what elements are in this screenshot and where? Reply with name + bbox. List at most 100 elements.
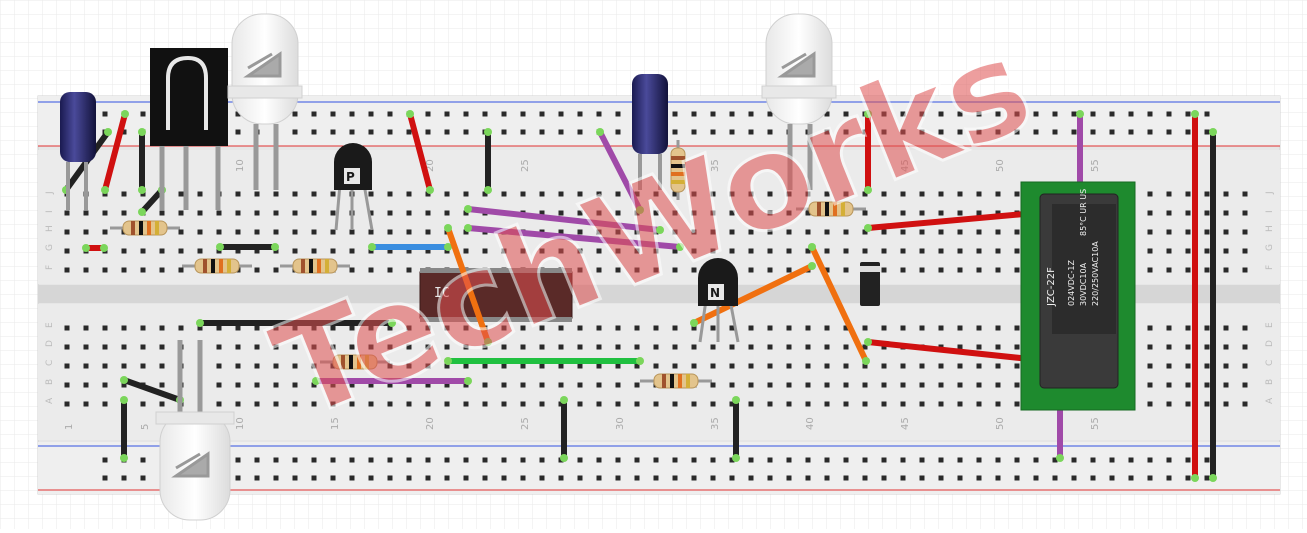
rail-hole	[729, 475, 735, 481]
breadboard-hole	[330, 248, 336, 254]
breadboard-hole	[1242, 267, 1248, 273]
breadboard-hole	[539, 248, 545, 254]
rail-hole	[596, 457, 602, 463]
resistor-band	[686, 374, 690, 388]
breadboard-hole	[862, 210, 868, 216]
rail-hole	[406, 457, 412, 463]
breadboard-hole	[387, 191, 393, 197]
breadboard-hole	[995, 363, 1001, 369]
breadboard-hole	[254, 191, 260, 197]
rail-hole	[710, 129, 716, 135]
rail-hole	[919, 129, 925, 135]
col-num-bottom: 10	[235, 417, 246, 430]
rail-hole	[1147, 129, 1153, 135]
breadboard-hole	[235, 363, 241, 369]
breadboard-hole	[900, 267, 906, 273]
breadboard-hole	[406, 382, 412, 388]
capacitor-2	[632, 74, 668, 190]
breadboard-hole	[900, 363, 906, 369]
rail-hole	[729, 129, 735, 135]
transistor-p: P	[334, 143, 374, 231]
breadboard-hole	[140, 191, 146, 197]
wire-end	[656, 226, 664, 234]
rail-hole	[235, 457, 241, 463]
breadboard-hole	[1204, 344, 1210, 350]
breadboard-hole	[634, 344, 640, 350]
rail-hole	[710, 457, 716, 463]
breadboard-hole	[653, 210, 659, 216]
breadboard-hole	[957, 325, 963, 331]
breadboard-hole	[368, 191, 374, 197]
breadboard-hole	[330, 229, 336, 235]
wire-end	[1209, 128, 1217, 136]
breadboard-hole	[254, 210, 260, 216]
breadboard-hole	[501, 325, 507, 331]
breadboard-hole	[254, 325, 260, 331]
rail-hole	[1185, 129, 1191, 135]
breadboard-hole	[273, 382, 279, 388]
breadboard-hole	[634, 382, 640, 388]
breadboard-hole	[615, 344, 621, 350]
breadboard-hole	[881, 229, 887, 235]
breadboard-hole	[862, 325, 868, 331]
rail-hole	[1071, 129, 1077, 135]
wire-end	[1076, 110, 1084, 118]
breadboard-hole	[311, 191, 317, 197]
breadboard-hole	[463, 248, 469, 254]
wire-end	[426, 186, 434, 194]
rail-hole	[577, 111, 583, 117]
breadboard-hole	[558, 248, 564, 254]
rail-hole	[349, 129, 355, 135]
row-letter: H	[45, 225, 55, 232]
breadboard-hole	[83, 363, 89, 369]
breadboard-hole	[824, 401, 830, 407]
rail-hole	[634, 475, 640, 481]
breadboard-hole	[1242, 248, 1248, 254]
breadboard-hole	[1147, 210, 1153, 216]
breadboard-hole	[64, 363, 70, 369]
breadboard-hole	[843, 325, 849, 331]
rail-hole	[463, 111, 469, 117]
wire-end	[1056, 454, 1064, 462]
rail-hole	[425, 111, 431, 117]
resistor-band	[325, 259, 329, 273]
resistor	[194, 258, 240, 274]
row-letter: F	[45, 265, 55, 270]
breadboard-hole	[292, 248, 298, 254]
row-letter: D	[1265, 340, 1275, 347]
breadboard-hole	[406, 229, 412, 235]
rail-hole	[900, 111, 906, 117]
breadboard-hole	[159, 382, 165, 388]
breadboard-hole	[710, 401, 716, 407]
breadboard-hole	[653, 363, 659, 369]
rail-hole	[425, 457, 431, 463]
breadboard-hole	[1185, 363, 1191, 369]
rail-hole	[311, 457, 317, 463]
rail-hole	[425, 475, 431, 481]
wire-end	[560, 454, 568, 462]
breadboard-hole	[1147, 363, 1153, 369]
breadboard-hole	[615, 210, 621, 216]
breadboard-hole	[311, 229, 317, 235]
breadboard-hole	[634, 325, 640, 331]
breadboard-hole	[995, 267, 1001, 273]
rail-hole	[748, 129, 754, 135]
breadboard-hole	[615, 382, 621, 388]
breadboard-hole	[748, 191, 754, 197]
breadboard-hole	[83, 325, 89, 331]
breadboard-hole	[767, 248, 773, 254]
breadboard-hole	[425, 229, 431, 235]
rail-hole	[1109, 129, 1115, 135]
breadboard-hole	[1014, 382, 1020, 388]
rail-hole	[235, 111, 241, 117]
breadboard-hole	[159, 210, 165, 216]
rail-hole	[653, 475, 659, 481]
breadboard-hole	[1166, 382, 1172, 388]
breadboard-hole	[805, 248, 811, 254]
relay: JZC-22F 024VDC-1Z 30VDC10A 220/250VAC10A…	[1020, 181, 1136, 411]
rail-hole	[330, 475, 336, 481]
breadboard-hole	[558, 363, 564, 369]
rail-hole	[919, 475, 925, 481]
breadboard-hole	[843, 229, 849, 235]
wire	[809, 244, 869, 364]
